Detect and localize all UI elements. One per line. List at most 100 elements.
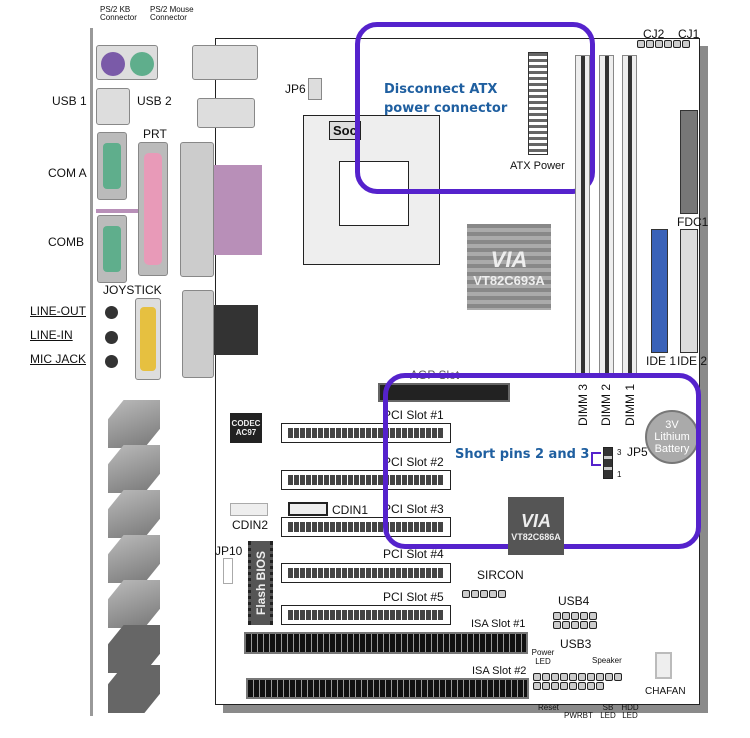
com-b-port [97, 215, 127, 283]
back-panel-edge [90, 28, 93, 716]
codec-chip: CODEC AC97 [230, 413, 262, 443]
com-a-port [97, 132, 127, 200]
mic-jack-label: MIC JACK [30, 352, 87, 366]
jp5-pin3-label: 3 [617, 448, 622, 457]
chafan-connector [655, 652, 672, 679]
sb-led-label: SB LED [600, 703, 616, 720]
prt-label: PRT [143, 127, 167, 141]
pci-slot-3-label: PCI Slot #3 [383, 502, 444, 516]
via-logo: VIA [490, 246, 528, 272]
dimm3-slot [575, 55, 590, 378]
pci-slot-2 [281, 470, 451, 490]
dimm1-slot [622, 55, 637, 378]
usb3-label: USB3 [560, 637, 592, 651]
cdin1-label: CDIN1 [332, 503, 369, 517]
reset-label: Reset [538, 703, 559, 712]
cj1-label: CJ1 [678, 27, 700, 41]
audio-header [182, 290, 214, 378]
line-in-jack [105, 331, 118, 344]
speaker-label: Speaker [592, 656, 622, 665]
isa-slot-1 [244, 632, 528, 654]
ide2-label: IDE 2 [677, 354, 708, 368]
pci-slot-4 [281, 563, 451, 583]
battery: 3V Lithium Battery [645, 410, 699, 464]
jp5-label: JP5 [627, 445, 648, 459]
card-bracket [108, 535, 160, 583]
south-bridge-chip: VIA VT82C686A [508, 497, 564, 555]
motherboard [215, 38, 700, 705]
joystick-label: JOYSTICK [103, 283, 162, 297]
pci-slot-5 [281, 605, 451, 625]
card-bracket [108, 490, 160, 538]
jp6-label: JP6 [285, 82, 306, 96]
pci-slot-1-label: PCI Slot #1 [383, 408, 444, 422]
flash-bios-label: Flash BIOS [253, 550, 268, 616]
ps2-mouse-label: PS/2 Mouse Connector [150, 5, 194, 22]
north-bridge-label: VT82C693A [473, 272, 545, 288]
pci-slot-5-label: PCI Slot #5 [383, 590, 444, 604]
usb2-label: USB 2 [137, 94, 172, 108]
fdc1-connector [680, 110, 698, 214]
usb-header-pins [553, 612, 603, 630]
ps2-mouse-port [130, 52, 154, 76]
cdin2-label: CDIN2 [232, 518, 269, 532]
isa1-label: ISA Slot #1 [471, 618, 526, 630]
jp5-callout-text: Short pins 2 and 3 [455, 447, 590, 462]
atx-power-label: ATX Power [510, 160, 565, 172]
dimm2-slot [599, 55, 614, 378]
parallel-port [138, 142, 168, 276]
pci-slot-2-label: PCI Slot #2 [383, 455, 444, 469]
jp6-jumper [308, 78, 322, 100]
chafan-label: CHAFAN [645, 686, 686, 697]
atx-power-connector [528, 52, 548, 155]
front-panel-header [533, 673, 625, 691]
usb1-label: USB 1 [52, 94, 87, 108]
com-b-label: COMB [48, 235, 84, 249]
agp-slot [378, 383, 510, 402]
parallel-header-body [214, 165, 262, 255]
pci-slot-3 [281, 517, 451, 537]
jp5-pin1-label: 1 [617, 470, 622, 479]
serial-parallel-header [180, 142, 214, 277]
atx-callout-box [355, 22, 595, 194]
line-in-label: LINE-IN [30, 328, 73, 342]
audio-header-body [214, 305, 258, 355]
com-a-label: COM A [48, 166, 87, 180]
cdin2-connector [230, 503, 268, 516]
port-divider [96, 209, 138, 213]
south-bridge-label: VT82C686A [511, 531, 561, 542]
socket-label: Soc [329, 121, 361, 140]
jp10-label: JP10 [215, 544, 243, 558]
ps2-kb-label: PS/2 KB Connector [100, 5, 137, 22]
jp10-jumper [223, 558, 233, 584]
ide2-connector [680, 229, 698, 353]
cj-pins [637, 40, 691, 58]
usb-ports [96, 88, 130, 125]
ide1-label: IDE 1 [646, 354, 677, 368]
ps2-header [192, 45, 258, 80]
cj2-label: CJ2 [643, 27, 665, 41]
hdd-led-label: HDD LED [621, 703, 639, 720]
jp5-jumper[interactable] [603, 447, 613, 479]
card-bracket [108, 445, 160, 493]
line-out-label: LINE-OUT [30, 304, 87, 318]
isa2-label: ISA Slot #2 [472, 665, 527, 677]
jp5-short-bracket [591, 452, 601, 466]
via-logo: VIA [520, 510, 551, 531]
cdin1-connector [288, 502, 328, 516]
card-bracket [108, 400, 160, 448]
mic-jack [105, 355, 118, 368]
sircon-pins [462, 590, 507, 608]
usb4-label: USB4 [558, 594, 590, 608]
card-bracket [108, 580, 160, 628]
isa-slot-2 [246, 678, 529, 699]
line-out-jack [105, 306, 118, 319]
ide1-connector [651, 229, 668, 353]
usb-header [197, 98, 255, 128]
flash-bios-chip: Flash BIOS [248, 541, 273, 625]
pci-slot-1 [281, 423, 451, 443]
atx-callout-text: Disconnect ATX power connector [384, 82, 508, 116]
game-port [135, 298, 161, 380]
ps2-ports [96, 45, 158, 80]
pci-slot-4-label: PCI Slot #4 [383, 547, 444, 561]
